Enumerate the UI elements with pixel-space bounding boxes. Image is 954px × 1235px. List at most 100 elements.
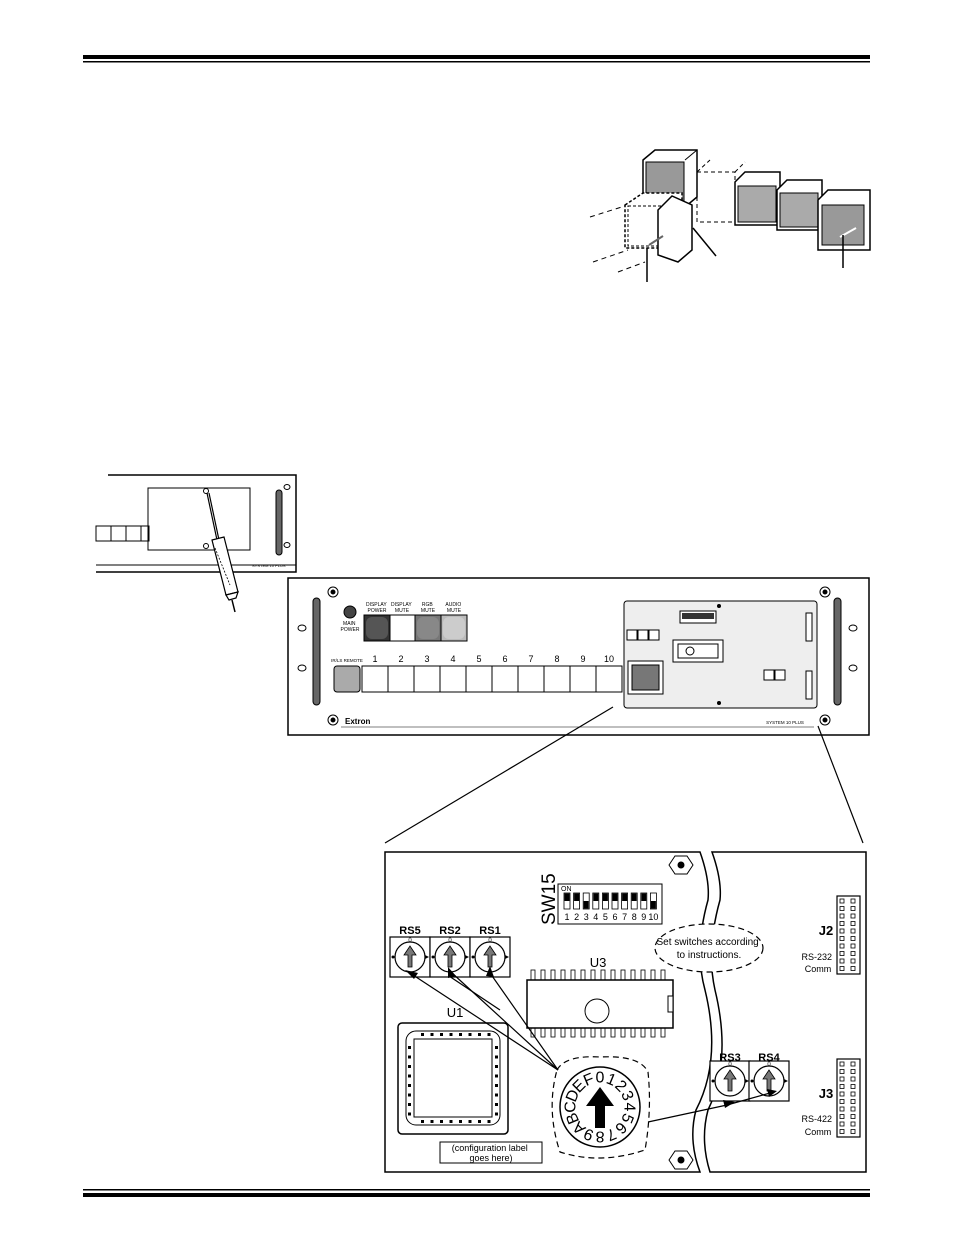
chip-pin [408,1055,411,1059]
input-button-label: 4 [450,654,455,664]
chip-pin [468,1033,472,1036]
header-pin [850,913,856,919]
dial-enlargement-outline [551,1056,651,1159]
rs2-label: RS2 [439,925,460,937]
pointer-arrows [412,972,771,1123]
side-panel-model-label: SYSTEM 10 PLUS [252,563,286,568]
dial-arrow-icon [586,1087,614,1128]
brand-logo: Extron [345,717,370,726]
dip-switch-number: 10 [648,912,658,922]
dip-switch-number: 4 [593,912,598,922]
header-pin [839,928,845,934]
footer-rule [83,1189,870,1197]
rgb-mute-label: RGB MUTE [421,602,436,614]
svg-text:0: 0 [488,938,492,944]
header-pin [850,1106,856,1112]
display-power-label: DISPLAY POWER [366,602,388,614]
header-pin [850,928,856,934]
chip-pin [440,1120,443,1123]
chip-pin [560,1027,566,1038]
input-button-9 [569,665,597,693]
main-power-label: MAIN POWER [341,621,360,633]
chip-pin [620,969,626,981]
header-pin [839,943,845,949]
header-pin [850,943,856,949]
main-power-led [343,605,357,619]
chip-pin [408,1074,411,1078]
rs4-label: RS4 [758,1052,780,1064]
chip-pin [610,969,616,981]
input-button-7 [517,665,545,693]
dip-switch-number: 2 [574,912,579,922]
chip-pin [530,969,536,981]
header-pin [839,958,845,964]
dip-switch-number: 1 [564,912,569,922]
dial-digit: 8 [595,1128,604,1145]
chip-pin [550,969,556,981]
chip-pin [590,1027,596,1038]
j2-header-connector [836,895,861,975]
header-pin [850,906,856,911]
config-label-box [439,1141,543,1164]
chip-pin [590,969,596,981]
button-cap-exploded-view [589,149,871,282]
chip-pin [495,1084,498,1087]
model-label: SYSTEM 10 PLUS [766,720,804,725]
header-pin [839,1069,845,1074]
dip-switch-number: 3 [584,912,589,922]
header-pin [850,1129,856,1134]
chip-pin [408,1112,411,1116]
dip-switch-number: 9 [641,912,646,922]
input-button-label: 7 [528,654,533,664]
chip-pin [620,1027,626,1038]
dip-switch-number: 8 [632,912,637,922]
header-pin [850,1061,856,1067]
u3-label: U3 [590,955,607,970]
chip-pin [487,1120,491,1123]
dip-switch-lever [612,893,618,901]
svg-text:0: 0 [767,1062,771,1068]
header-pin [839,966,845,971]
header-pin [839,1061,845,1067]
header-pin [850,1091,856,1097]
header-rule [83,55,870,63]
header-pin [839,936,845,941]
header-pin [839,906,845,911]
rs1-label: RS1 [479,925,500,937]
j3-description: RS-422 Comm [801,1114,834,1137]
dip-switch-lever [564,893,570,901]
dip-switch-lever [583,901,589,909]
chip-pin [540,1027,546,1038]
chip-pin [550,1027,556,1038]
ir-remote-label: IR/LS REMOTE [331,658,363,663]
header-pin [839,1114,845,1119]
chip-pin [421,1120,424,1123]
side-panel-buttons [95,525,150,542]
rotary-switch: 0 [748,1060,790,1102]
rs3-label: RS3 [719,1052,740,1064]
header-pin [850,936,856,941]
chip-pin [495,1055,498,1059]
chip-pin [487,1033,491,1036]
chip-pin [600,969,606,981]
chip-pin [495,1046,498,1049]
dip-switch-lever [622,893,628,901]
chip-pin [449,1033,453,1036]
header-pin [850,951,856,956]
arrowhead-icons [405,966,777,1108]
header-pin [839,921,845,926]
chip-pin [630,969,636,981]
chip-pin [610,1027,616,1038]
dip-switch-number: 7 [622,912,627,922]
rotary-arrow-icon [443,945,457,968]
chip-pin [459,1033,462,1036]
dial-digit: C [563,1101,580,1113]
chip-pin [570,969,576,981]
header-pin [850,921,856,926]
input-button-label: 8 [554,654,559,664]
chip-pin [421,1033,424,1036]
chip-pin [580,1027,586,1038]
dip-switch-lever [574,893,580,901]
input-button-label: 10 [604,654,614,664]
